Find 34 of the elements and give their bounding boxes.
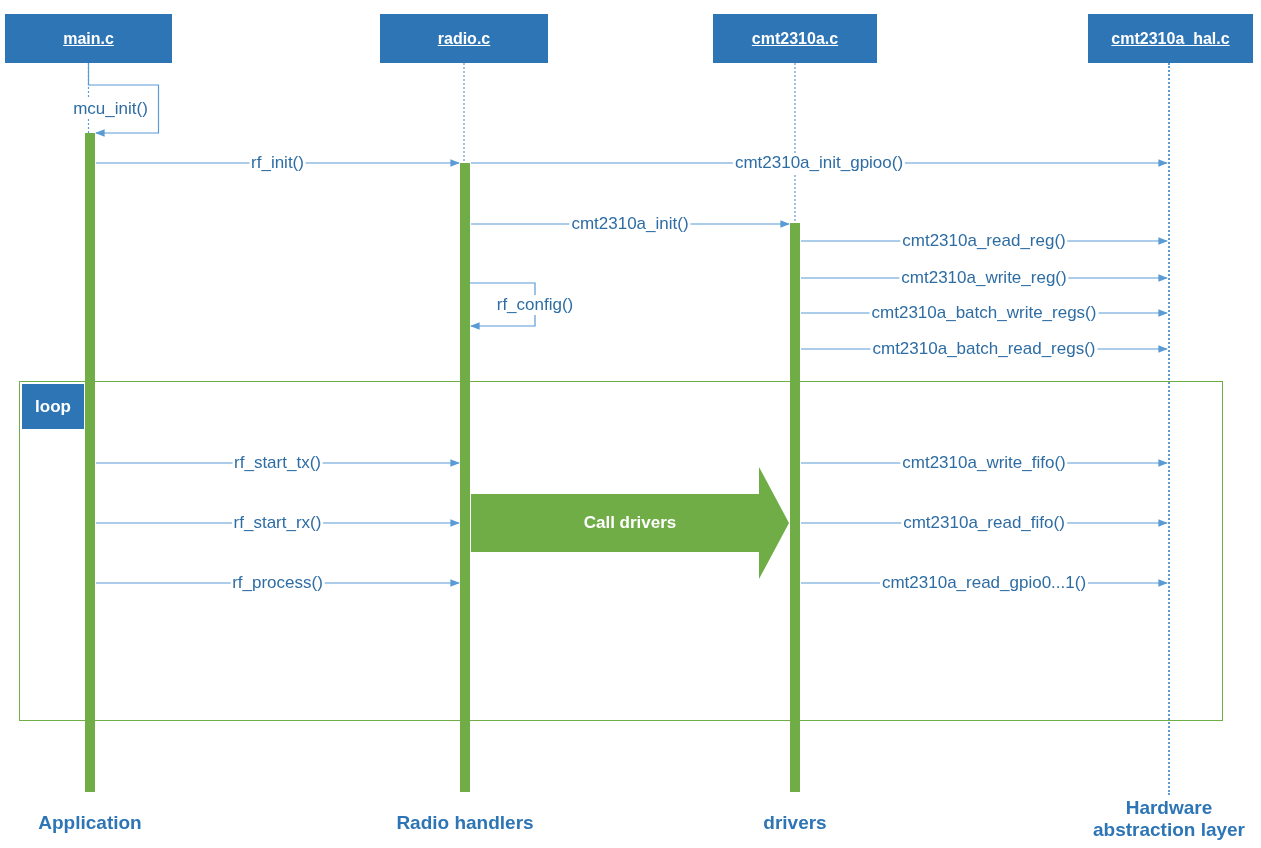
- activation-bar: [790, 223, 800, 792]
- lifeline-header: cmt2310a.c: [713, 14, 877, 63]
- edge-label: cmt2310a_write_reg(): [899, 268, 1069, 288]
- edge-label: cmt2310a_batch_read_regs(): [870, 339, 1098, 359]
- edge-label: cmt2310a_read_fifo(): [901, 513, 1067, 533]
- lifeline: [463, 62, 465, 164]
- lifeline-header: main.c: [5, 14, 172, 63]
- edge-label: rf_init(): [249, 153, 306, 173]
- arrow-label: Call drivers: [583, 513, 677, 533]
- edge-label: rf_config(): [494, 294, 576, 315]
- activation-bar: [460, 163, 470, 792]
- edge-label: cmt2310a_read_reg(): [900, 231, 1068, 251]
- edge-label: cmt2310a_read_gpio0...1(): [879, 573, 1089, 593]
- edge-label: cmt2310a_init(): [569, 214, 691, 234]
- block-arrow: [471, 467, 789, 579]
- lifeline-header: radio.c: [380, 14, 548, 63]
- activation-bar: [85, 133, 95, 792]
- lifeline: [1168, 63, 1170, 795]
- edge-label: mcu_init(): [71, 99, 150, 119]
- arrow: [469, 282, 536, 330]
- layer-caption: Application: [37, 812, 143, 834]
- edge-label: cmt2310a_write_fifo(): [900, 453, 1068, 473]
- layer-caption: Radio handlers: [395, 812, 535, 834]
- layer-caption: Hardware abstraction layer: [1091, 797, 1247, 841]
- edge-label: cmt2310a_batch_write_regs(): [869, 303, 1099, 323]
- lifeline-header: cmt2310a_hal.c: [1088, 14, 1253, 63]
- edge-label: cmt2310a_init_gpioo(): [732, 153, 906, 173]
- arrow: [87, 62, 160, 137]
- edge-label: rf_start_tx(): [232, 453, 323, 473]
- edge-label: rf_start_rx(): [231, 513, 324, 533]
- lifeline: [794, 62, 796, 224]
- edge-label: rf_process(): [230, 573, 325, 593]
- loop-tag: loop: [22, 384, 84, 429]
- layer-caption: drivers: [762, 812, 828, 834]
